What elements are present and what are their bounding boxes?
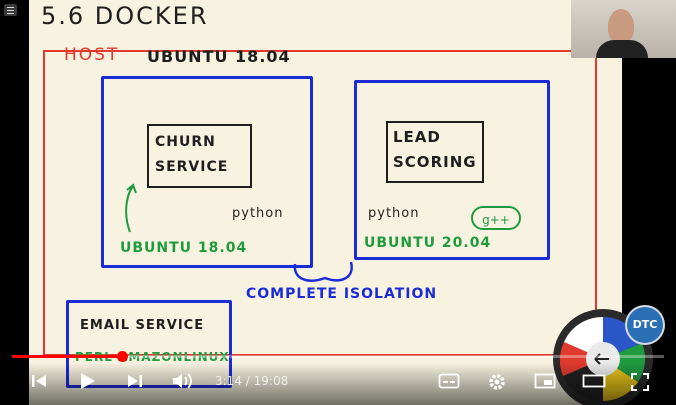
os-label-lead-scoring: UBUNTU 20.04 <box>364 235 492 251</box>
miniplayer-icon[interactable] <box>534 372 556 390</box>
isolation-label: COMPLETE ISOLATION <box>246 286 438 302</box>
container-lead-scoring <box>354 80 550 260</box>
os-label-email: PERL AMAZONLINUX <box>75 350 230 364</box>
service-label-email: EMAIL SERVICE <box>80 318 205 333</box>
play-icon[interactable] <box>78 372 98 390</box>
language-label-lead-scoring: python <box>368 206 420 221</box>
gpp-label: g++ <box>471 206 521 230</box>
service-box-churn <box>147 124 252 188</box>
service-label-lead-scoring: LEAD SCORING <box>393 128 477 171</box>
language-label-churn: python <box>232 206 284 221</box>
host-box <box>43 50 597 356</box>
theater-icon[interactable] <box>582 372 606 390</box>
volume-icon[interactable] <box>172 372 194 390</box>
next-icon[interactable] <box>126 372 144 390</box>
controls-bar <box>0 362 676 405</box>
progress-scrubber[interactable] <box>117 351 129 362</box>
settings-icon[interactable] <box>487 372 507 392</box>
arrow-icon <box>125 183 137 233</box>
current-time: 3:14 <box>215 374 242 388</box>
duration: 19:08 <box>253 374 289 388</box>
subtitles-icon[interactable] <box>438 372 460 390</box>
presenter-face <box>608 9 634 43</box>
time-separator: / <box>241 374 254 388</box>
lesson-title: 5.6 DOCKER <box>41 2 209 30</box>
presenter-body <box>596 40 648 58</box>
channel-badge[interactable]: DTC <box>627 307 663 343</box>
progress-bar[interactable] <box>12 351 664 362</box>
whiteboard: 5.6 DOCKER HOST UBUNTU 18.04 CHURN SERVI… <box>29 0 622 405</box>
host-label: HOST <box>64 45 120 65</box>
os-label-churn: UBUNTU 18.04 <box>120 240 248 256</box>
container-churn <box>101 76 313 268</box>
webcam-overlay <box>571 0 676 58</box>
previous-icon[interactable] <box>30 372 48 390</box>
time-display: 3:14 / 19:08 <box>215 374 288 388</box>
fullscreen-icon[interactable] <box>630 372 650 392</box>
service-label-churn: CHURN SERVICE <box>155 134 229 175</box>
service-box-lead-scoring <box>386 121 484 183</box>
host-os-label: UBUNTU 18.04 <box>147 47 291 66</box>
progress-fill <box>12 355 123 358</box>
menu-icon[interactable] <box>4 4 17 16</box>
isolation-bracket <box>293 261 353 282</box>
